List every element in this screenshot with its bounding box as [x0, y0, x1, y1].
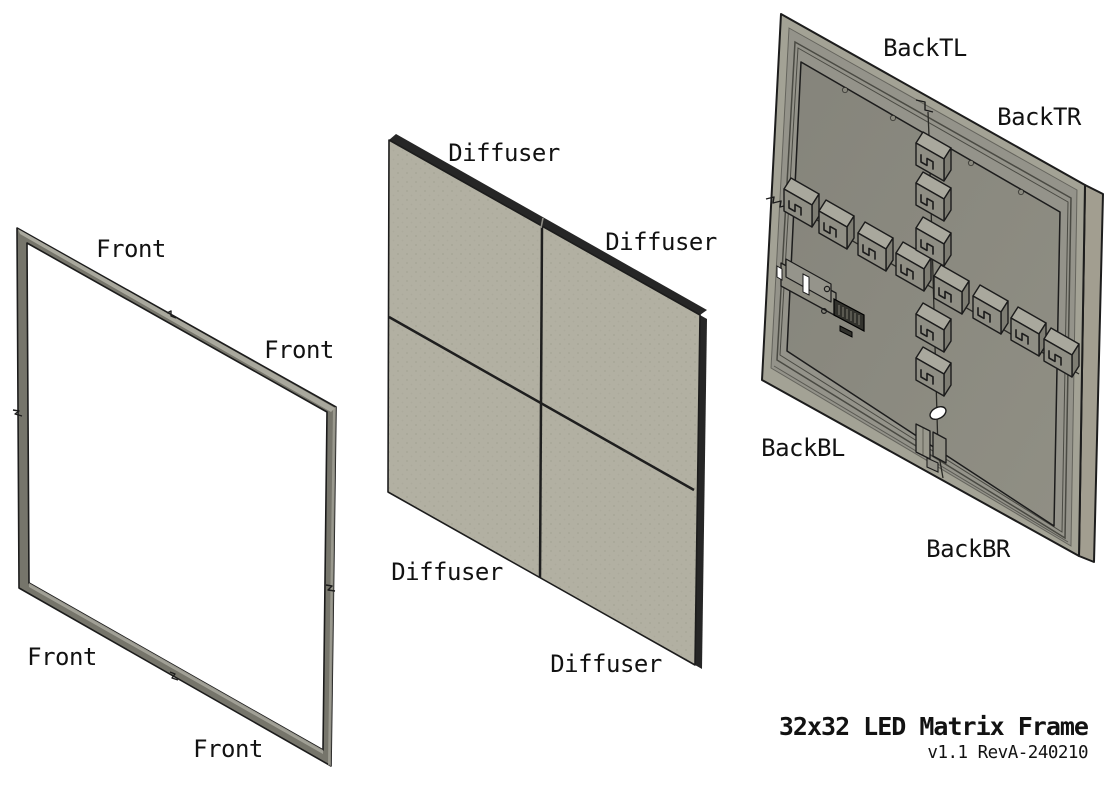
front-seam-left [12, 409, 23, 417]
pcb-slot-center [802, 273, 810, 296]
front-frame-body [16, 227, 337, 767]
rim-bump [841, 86, 849, 94]
diffuser-horizontal-seam [388, 315, 695, 492]
clip-cube [915, 131, 952, 182]
clip-cube [972, 284, 1009, 335]
clip-cube-layer [783, 131, 1080, 397]
pcb-screw-hole [820, 308, 827, 315]
rim-bump [967, 159, 975, 167]
label-front-top: Front [96, 235, 166, 263]
label-back-top-right: BackTR [997, 103, 1081, 131]
label-diffuser-bottom-right: Diffuser [550, 650, 662, 678]
label-front-bottom-left: Front [27, 643, 97, 671]
front-seam-right [325, 584, 336, 592]
drawing-version: v1.1 RevA-240210 [927, 743, 1088, 763]
back-rim-groove-inner [779, 47, 1069, 533]
title-block: 32x32 LED Matrix Frame v1.1 RevA-240210 [778, 712, 1089, 764]
pcb-connector-pins [838, 305, 860, 325]
clip-cube [857, 221, 894, 272]
front-frame-top-highlight [18, 229, 335, 412]
diffuser-right-edge [695, 315, 707, 669]
diffuser-texture [388, 140, 700, 665]
controller-pcb-assembly [776, 258, 865, 338]
clip-cube [915, 346, 952, 397]
label-diffuser-top-left: Diffuser [448, 139, 560, 167]
drawing-title: 32x32 LED Matrix Frame [778, 712, 1089, 741]
label-back-bottom-right: BackBR [926, 535, 1010, 563]
label-front-bottom: Front [193, 735, 263, 763]
front-seam-bottom [169, 671, 179, 681]
clip-cube [933, 264, 970, 315]
rim-bump [1017, 188, 1025, 196]
clip-cube [915, 302, 952, 353]
label-front-right: Front [264, 336, 334, 364]
back-horizontal-seam-zigzag [765, 196, 789, 208]
front-frame-bottom-highlight [29, 583, 323, 754]
diffuser-part [387, 134, 707, 669]
back-panel-part [761, 13, 1104, 563]
diffuser-top-edge [389, 134, 707, 315]
front-frame-part [12, 227, 337, 767]
label-back-top-left: BackTL [883, 34, 967, 62]
clip-cube [783, 177, 820, 228]
bottom-clip-foot [926, 457, 939, 473]
label-diffuser-top-right: Diffuser [605, 228, 717, 256]
label-back-bottom-left: BackBL [761, 434, 845, 462]
label-diffuser-bottom-left: Diffuser [391, 558, 503, 586]
pcb-connector-foot [839, 325, 853, 338]
clip-cube [818, 199, 855, 250]
cable-hole [929, 406, 947, 420]
rim-bump [889, 114, 897, 122]
front-seam-top [166, 310, 177, 319]
pcb-slot-left [776, 265, 783, 281]
clip-cube [895, 241, 932, 292]
bottom-clip-right [932, 431, 947, 464]
clip-cube [915, 171, 952, 222]
clip-cube [915, 216, 952, 267]
diffuser-top-edge-split [540, 217, 544, 229]
pcb-screw-hole [823, 285, 831, 293]
back-rim-groove-outer [776, 40, 1072, 540]
pcb-connector [833, 298, 865, 332]
clip-cube [1043, 327, 1080, 378]
back-vertical-seam-notch [915, 99, 934, 113]
